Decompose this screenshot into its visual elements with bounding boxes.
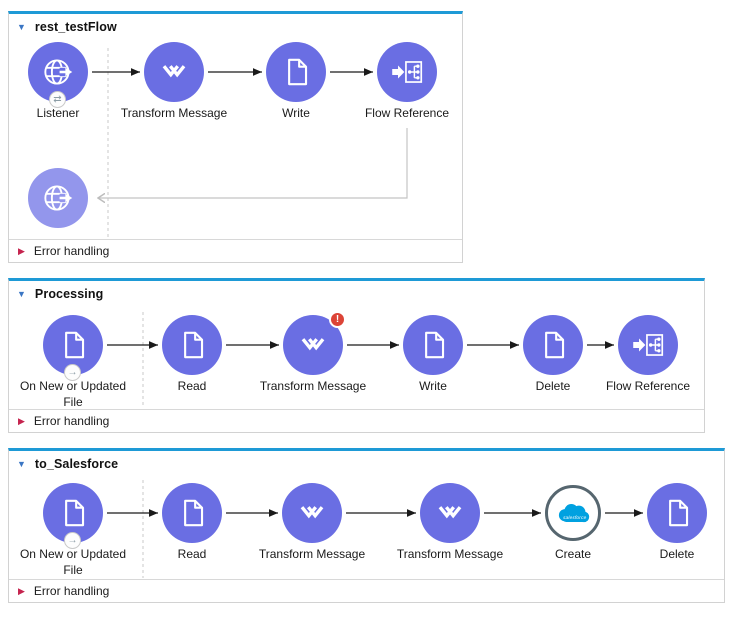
node-label: Listener	[36, 106, 80, 120]
error-badge[interactable]: !	[329, 311, 346, 328]
node-label: Flow Reference	[605, 379, 691, 393]
document-icon	[669, 499, 689, 527]
collapse-triangle-icon[interactable]: ▼	[17, 288, 26, 299]
flow-body: ⇄ Listener Transform Message	[9, 14, 462, 262]
globe-icon	[44, 185, 73, 211]
node-on-new-or-updated-file[interactable]: → On New or Updated File	[20, 483, 126, 577]
flow-reference-return-connector	[98, 128, 408, 198]
dataweave-icon	[300, 506, 324, 519]
error-handling-label: Error handling	[33, 414, 110, 428]
error-handling-label: Error handling	[33, 244, 110, 258]
flow-title: Processing	[34, 287, 104, 301]
flow-reference-icon	[633, 334, 664, 356]
node-circle	[28, 168, 88, 228]
node-write[interactable]: Write	[266, 42, 326, 120]
node-circle	[618, 315, 678, 375]
flow-body: → On New or Updated File Read	[9, 281, 704, 432]
node-label: On New or Updated File	[19, 379, 127, 409]
dataweave-icon	[438, 506, 462, 519]
error-handling-section[interactable]: ▶ Error handling	[9, 409, 704, 432]
node-flow-reference[interactable]: Flow Reference	[606, 315, 690, 393]
node-transform-message[interactable]: Transform Message	[259, 483, 365, 561]
node-label: Read	[177, 379, 207, 393]
node-transform-message[interactable]: ! Transform Message	[260, 311, 366, 393]
connectors-layer	[92, 48, 408, 239]
node-circle	[420, 483, 480, 543]
document-icon	[65, 499, 85, 527]
dataweave-icon	[301, 338, 325, 351]
node-delete[interactable]: Delete	[523, 315, 583, 393]
error-handling-label: Error handling	[33, 584, 110, 598]
flow-title: to_Salesforce	[34, 457, 119, 471]
flow-body: → On New or Updated File Read	[9, 451, 724, 602]
globe-icon	[44, 59, 73, 85]
node-circle: salesforce	[545, 485, 601, 541]
flow-header: ▼ rest_testFlow	[9, 14, 462, 40]
svg-text:salesforce: salesforce	[563, 514, 586, 520]
node-circle	[144, 42, 204, 102]
node-transform-message[interactable]: Transform Message	[397, 483, 503, 561]
error-handling-section[interactable]: ▶ Error handling	[9, 239, 462, 262]
expand-triangle-icon[interactable]: ▶	[18, 415, 25, 426]
flow-container-to-salesforce[interactable]: → On New or Updated File Read	[8, 448, 725, 603]
node-listener[interactable]: ⇄ Listener	[28, 42, 88, 120]
expand-triangle-icon[interactable]: ▶	[18, 585, 25, 596]
node-label: Transform Message	[396, 547, 504, 561]
node-label: Delete	[535, 379, 571, 393]
collapse-triangle-icon[interactable]: ▼	[17, 458, 26, 469]
flow-container-rest-testflow[interactable]: ⇄ Listener Transform Message	[8, 11, 463, 263]
node-read[interactable]: Read	[162, 483, 222, 561]
node-delete[interactable]: Delete	[647, 483, 707, 561]
node-label: Write	[282, 106, 310, 120]
node-label: Transform Message	[259, 379, 367, 393]
document-icon	[425, 331, 445, 359]
salesforce-cloud-icon: salesforce	[558, 503, 590, 522]
connectors-layer	[107, 480, 643, 578]
flow-title: rest_testFlow	[34, 20, 117, 34]
node-circle	[282, 483, 342, 543]
document-icon	[545, 331, 565, 359]
document-icon	[184, 331, 204, 359]
node-circle	[162, 483, 222, 543]
connectors-layer	[107, 312, 614, 407]
node-circle	[403, 315, 463, 375]
trigger-arrow-badge-icon: →	[64, 364, 81, 381]
error-handling-section[interactable]: ▶ Error handling	[9, 579, 724, 602]
node-circle	[523, 315, 583, 375]
node-transform-message[interactable]: Transform Message	[121, 42, 227, 120]
node-label: Create	[554, 547, 592, 561]
trigger-arrow-badge-icon: →	[64, 532, 81, 549]
node-label: Read	[177, 547, 207, 561]
sync-badge-icon: ⇄	[49, 91, 66, 108]
document-icon	[184, 499, 204, 527]
document-icon	[65, 331, 85, 359]
node-circle	[377, 42, 437, 102]
node-circle	[647, 483, 707, 543]
flow-header: ▼ Processing	[9, 281, 704, 307]
node-label: Transform Message	[258, 547, 366, 561]
node-create-salesforce[interactable]: salesforce Create	[545, 485, 601, 561]
node-label: Write	[419, 379, 447, 393]
node-circle	[266, 42, 326, 102]
node-write[interactable]: Write	[403, 315, 463, 393]
document-icon	[288, 58, 308, 86]
node-label: On New or Updated File	[19, 547, 127, 577]
expand-triangle-icon[interactable]: ▶	[18, 245, 25, 256]
node-circle	[162, 315, 222, 375]
node-on-new-or-updated-file[interactable]: → On New or Updated File	[20, 315, 126, 409]
node-read[interactable]: Read	[162, 315, 222, 393]
collapse-triangle-icon[interactable]: ▼	[17, 21, 26, 32]
flow-header: ▼ to_Salesforce	[9, 451, 724, 477]
node-http-request-detached[interactable]	[28, 168, 88, 228]
flow-reference-icon	[392, 61, 423, 83]
node-label: Delete	[659, 547, 695, 561]
flow-container-processing[interactable]: → On New or Updated File Read	[8, 278, 705, 433]
node-label: Transform Message	[120, 106, 228, 120]
node-flow-reference[interactable]: Flow Reference	[365, 42, 449, 120]
node-label: Flow Reference	[364, 106, 450, 120]
dataweave-icon	[162, 65, 186, 78]
